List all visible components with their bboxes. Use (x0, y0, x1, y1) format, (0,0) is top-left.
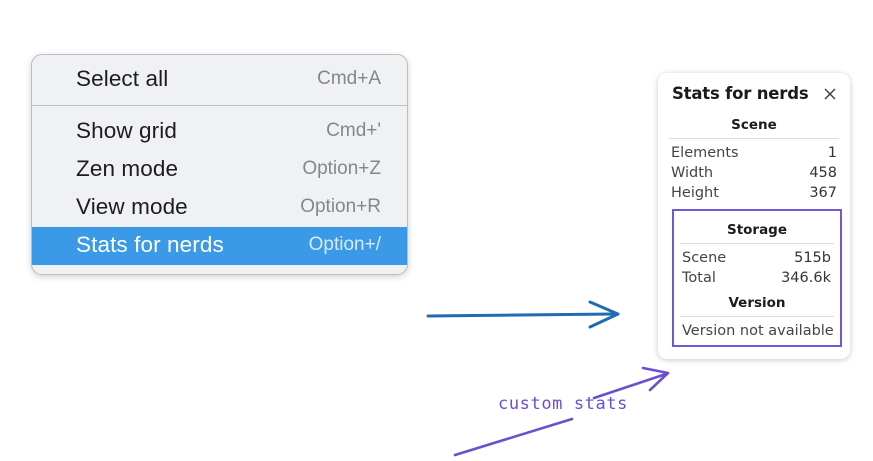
annotation-label: custom stats (498, 394, 629, 414)
stat-value: 367 (809, 185, 837, 201)
menu-item-shortcut: Cmd+' (326, 120, 381, 141)
menu-item-view-mode[interactable]: View mode Option+R (32, 189, 407, 227)
stat-row-height: Height 367 (658, 183, 850, 203)
custom-stats-highlight-box: Storage Scene 515b Total 346.6k Version … (672, 209, 842, 347)
stat-row-storage-scene: Scene 515b (674, 248, 840, 268)
menu-item-label: Zen mode (76, 156, 179, 181)
divider (669, 138, 839, 139)
stat-row-width: Width 458 (658, 163, 850, 183)
storage-section-heading: Storage (726, 222, 788, 238)
stat-label: Width (671, 165, 714, 181)
menu-item-show-grid[interactable]: Show grid Cmd+' (32, 113, 407, 151)
menu-item-zen-mode[interactable]: Zen mode Option+Z (32, 151, 407, 189)
stat-row-storage-total: Total 346.6k (674, 268, 840, 288)
close-icon[interactable] (822, 86, 838, 102)
menu-item-shortcut: Option+/ (308, 234, 381, 255)
stat-value: 346.6k (781, 270, 831, 286)
scene-section-heading: Scene (731, 117, 777, 133)
stat-label: Elements (671, 145, 739, 161)
stat-row-elements: Elements 1 (658, 143, 850, 163)
menu-separator (32, 105, 407, 106)
version-section-heading: Version (728, 295, 786, 311)
menu-group-1: Select all Cmd+A (32, 61, 407, 99)
menu-item-label: Show grid (76, 118, 177, 143)
menu-item-label: Stats for nerds (76, 232, 224, 257)
version-status-text: Version not available (682, 323, 834, 339)
menu-item-label: Select all (76, 66, 169, 91)
stats-for-nerds-panel: Stats for nerds Scene Elements 1 Width 4… (658, 73, 850, 359)
divider (680, 243, 834, 244)
menu-item-stats-for-nerds[interactable]: Stats for nerds Option+/ (32, 227, 407, 265)
divider (680, 316, 834, 317)
context-menu[interactable]: Select all Cmd+A Show grid Cmd+' Zen mod… (31, 54, 408, 275)
menu-item-select-all[interactable]: Select all Cmd+A (32, 61, 407, 99)
menu-item-label: View mode (76, 194, 188, 219)
stat-label: Total (682, 270, 716, 286)
stat-label: Scene (682, 250, 727, 266)
stats-panel-header: Stats for nerds (658, 84, 850, 103)
stat-value: 458 (809, 165, 837, 181)
blue-arrow-annotation (426, 300, 620, 329)
menu-item-shortcut: Option+R (300, 196, 381, 217)
menu-item-shortcut: Cmd+A (317, 68, 381, 89)
stat-label: Height (671, 185, 719, 201)
menu-item-shortcut: Option+Z (302, 158, 381, 179)
menu-group-2: Show grid Cmd+' Zen mode Option+Z View m… (32, 113, 407, 265)
purple-underline-annotation (453, 417, 574, 457)
stat-value: 1 (827, 145, 837, 161)
stats-panel-title: Stats for nerds (672, 84, 809, 103)
stat-value: 515b (794, 250, 831, 266)
